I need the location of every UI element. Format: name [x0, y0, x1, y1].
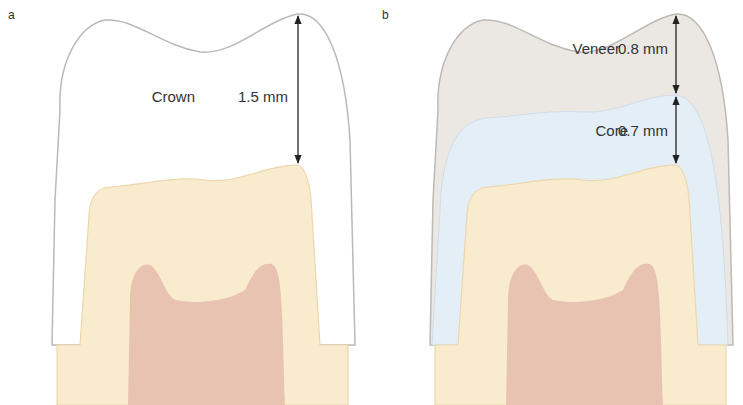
- layered-crown-tooth: [430, 14, 733, 405]
- part-name: Veneer: [572, 40, 620, 58]
- full-crown-tooth: [52, 14, 355, 405]
- dimension: 1.5 mm: [238, 88, 288, 106]
- dimension: 0.7 mm: [618, 122, 668, 140]
- part-name: Crown: [152, 88, 195, 106]
- panel-letter: a: [8, 8, 15, 22]
- dimension: 0.8 mm: [618, 40, 668, 58]
- panel-letter: b: [382, 8, 389, 22]
